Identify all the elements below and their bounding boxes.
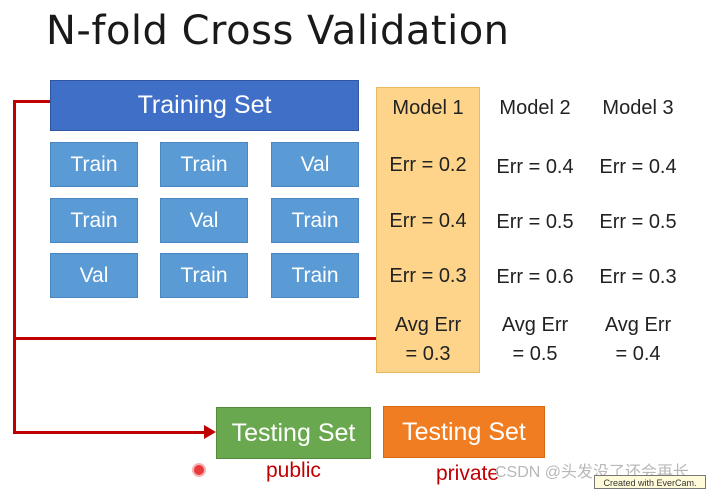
connector-vertical [13, 100, 16, 434]
model-avg-value: = 0.3 [405, 343, 451, 365]
model1-highlight [376, 87, 480, 373]
fold-cell: Train [271, 198, 359, 243]
model-avg-value: = 0.5 [512, 343, 558, 365]
fold-cell: Val [50, 253, 138, 298]
model-header: Model 1 [392, 97, 464, 119]
evercam-badge: Created with EverCam. [594, 475, 706, 489]
private-label: private [436, 462, 500, 485]
fold-cell: Train [160, 253, 248, 298]
testing-set-public: Testing Set [216, 407, 371, 459]
model-error: Err = 0.5 [496, 211, 574, 233]
connector-top [13, 100, 50, 103]
model-error: Err = 0.3 [599, 266, 677, 288]
model-header: Model 3 [602, 97, 674, 119]
model-error: Err = 0.5 [599, 211, 677, 233]
fold-cell: Val [160, 198, 248, 243]
model-avg-label: Avg Err [394, 314, 462, 336]
fold-cell: Train [271, 253, 359, 298]
arrow-head-icon [204, 425, 216, 439]
model-error: Err = 0.3 [389, 265, 467, 287]
model-error: Err = 0.6 [496, 266, 574, 288]
model-avg-label: Avg Err [604, 314, 672, 336]
connector-avg-err [13, 337, 376, 340]
pointer-dot-icon [194, 465, 204, 475]
model-avg-value: = 0.4 [615, 343, 661, 365]
model-error: Err = 0.4 [389, 210, 467, 232]
model-error: Err = 0.2 [389, 154, 467, 176]
connector-bottom [13, 431, 205, 434]
training-set-box: Training Set [50, 80, 359, 131]
model-header: Model 2 [499, 97, 571, 119]
fold-cell: Train [50, 198, 138, 243]
public-label: public [266, 459, 321, 482]
fold-cell: Train [160, 142, 248, 187]
fold-cell: Val [271, 142, 359, 187]
page-title: N-fold Cross Validation [46, 8, 510, 54]
fold-cell: Train [50, 142, 138, 187]
model-avg-label: Avg Err [501, 314, 569, 336]
testing-set-private: Testing Set [383, 406, 545, 458]
model-error: Err = 0.4 [599, 156, 677, 178]
model-error: Err = 0.4 [496, 156, 574, 178]
